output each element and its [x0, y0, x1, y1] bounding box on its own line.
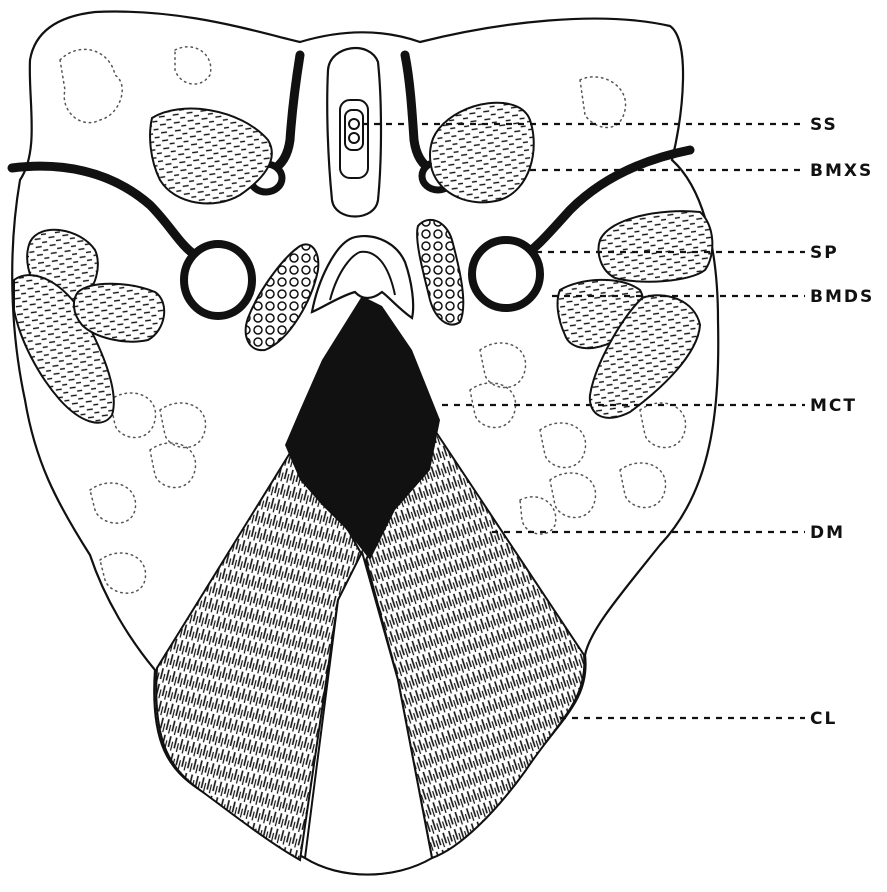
label-sp: SP: [810, 243, 839, 263]
structure-labels: SS BMXS SP BMDS MCT DM CL: [810, 115, 874, 729]
left-large-ring: [184, 244, 252, 316]
ss-nucleus-bottom: [349, 133, 359, 143]
label-cl: CL: [810, 709, 837, 729]
label-bmxs: BMXS: [810, 161, 873, 181]
ss-nucleus-top: [349, 119, 359, 129]
label-bmds: BMDS: [810, 287, 874, 307]
label-dm: DM: [810, 523, 845, 543]
label-mct: MCT: [810, 396, 857, 416]
right-large-ring: [472, 240, 540, 308]
label-ss: SS: [810, 115, 838, 135]
